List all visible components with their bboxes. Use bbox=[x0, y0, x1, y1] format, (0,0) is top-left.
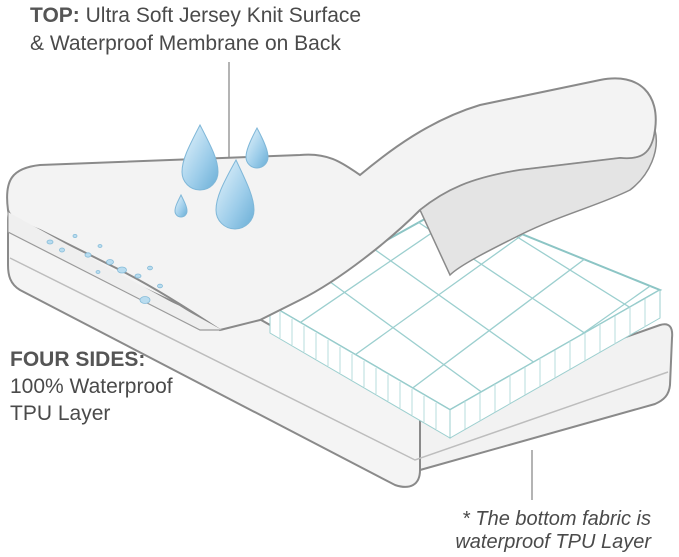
base-seam bbox=[9, 257, 669, 461]
top-callout-line2: & Waterproof Membrane on Back bbox=[30, 32, 341, 55]
top-callout: TOP: Ultra Soft Jersey Knit Surface & Wa… bbox=[30, 2, 361, 58]
sides-callout-line2: TPU Layer bbox=[10, 402, 111, 425]
sides-callout-heading: FOUR SIDES: bbox=[10, 348, 146, 371]
water-droplets-side bbox=[46, 233, 163, 304]
bottom-note-line1: * The bottom fabric is bbox=[462, 508, 651, 530]
top-callout-line1: Ultra Soft Jersey Knit Surface bbox=[85, 4, 362, 27]
sides-callout-line1: 100% Waterproof bbox=[10, 375, 173, 398]
water-droplets-top bbox=[174, 123, 269, 230]
sides-callout: FOUR SIDES: 100% Waterproof TPU Layer bbox=[10, 346, 173, 427]
bottom-note: * The bottom fabric is waterproof TPU La… bbox=[455, 508, 651, 554]
protector-cover-underside bbox=[419, 129, 657, 277]
bottom-note-line2: waterproof TPU Layer bbox=[455, 531, 651, 553]
top-callout-heading: TOP: bbox=[30, 4, 80, 27]
protector-cover-side-skirt bbox=[7, 212, 222, 331]
mattress-base-right bbox=[419, 323, 674, 472]
